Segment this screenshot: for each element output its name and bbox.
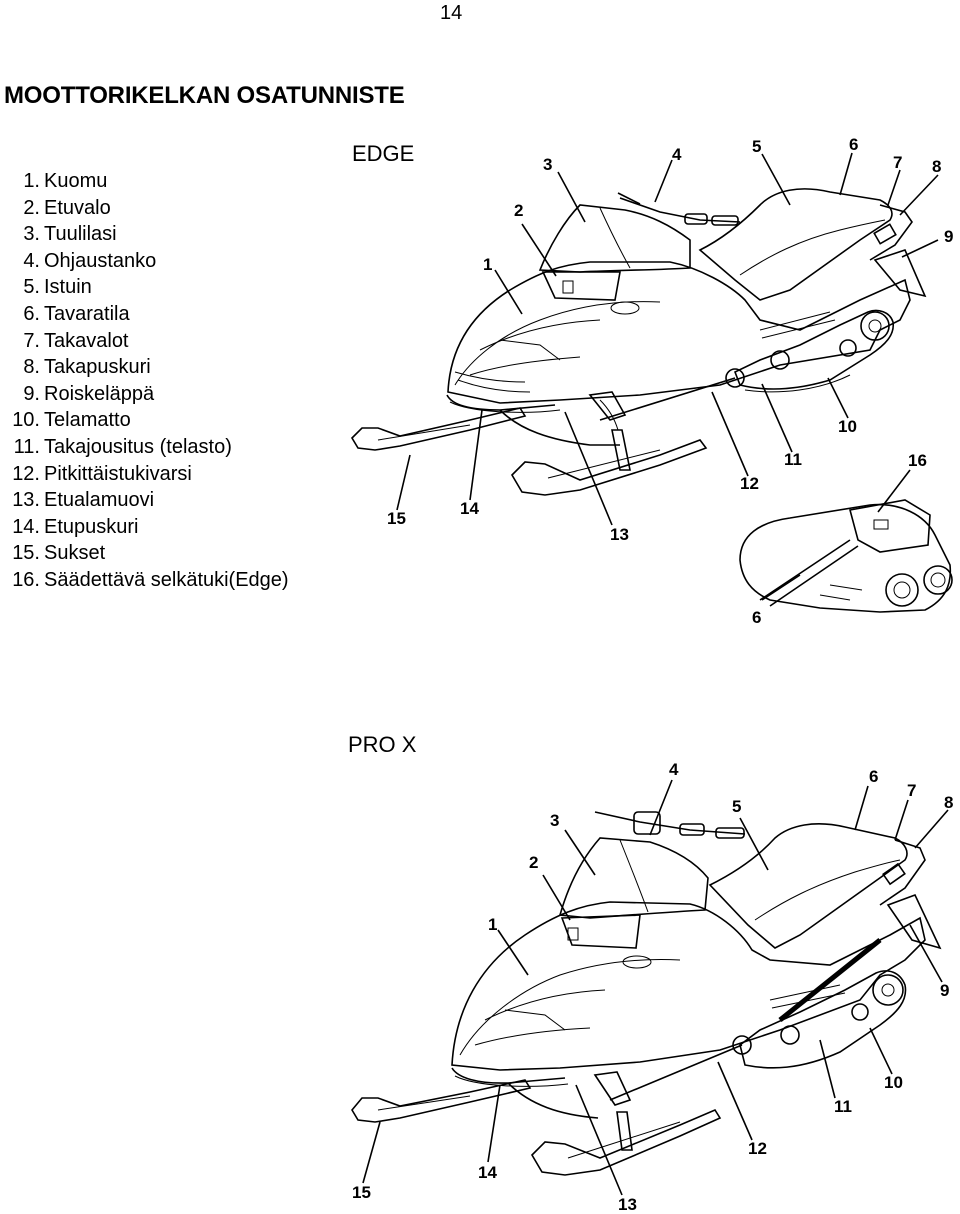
item-number: 15. bbox=[12, 542, 40, 565]
list-item: 1.Kuomu bbox=[2, 168, 289, 195]
item-number: 16. bbox=[12, 568, 40, 591]
list-item: 7.Takavalot bbox=[2, 328, 289, 355]
edge-callouts: 1 2 3 4 5 6 7 8 9 10 11 12 13 14 15 bbox=[387, 135, 953, 544]
list-item: 12.Pitkittäistukivarsi bbox=[2, 461, 289, 488]
prox-callout: 9 bbox=[940, 981, 949, 1000]
parts-list: 1.Kuomu 2.Etuvalo 3.Tuulilasi 4.Ohjausta… bbox=[2, 168, 289, 594]
prox-callout: 1 bbox=[488, 915, 497, 934]
prox-callout: 12 bbox=[748, 1139, 767, 1158]
edge-callout: 13 bbox=[610, 525, 629, 544]
page-number: 14 bbox=[440, 2, 463, 24]
item-number: 4. bbox=[23, 249, 40, 272]
item-label: Takapuskuri bbox=[44, 356, 151, 379]
edge-inset-callout: 16 bbox=[908, 451, 927, 470]
item-number: 1. bbox=[23, 170, 40, 192]
item-number: 2. bbox=[23, 196, 40, 219]
list-item: 16.Säädettävä selkätuki(Edge) bbox=[2, 567, 289, 594]
edge-callout: 12 bbox=[740, 474, 759, 493]
item-number: 9. bbox=[23, 382, 40, 405]
prox-snowmobile-drawing: 1 2 3 4 5 6 7 8 9 10 11 12 13 14 15 bbox=[351, 760, 953, 1214]
prox-callout: 6 bbox=[869, 767, 878, 786]
item-number: 6. bbox=[23, 302, 40, 325]
prox-callout: 7 bbox=[907, 781, 916, 800]
list-item: 4.Ohjaustanko bbox=[2, 248, 289, 275]
prox-callout: 13 bbox=[618, 1195, 637, 1214]
edge-model-label: EDGE bbox=[352, 141, 415, 166]
item-label: Pitkittäistukivarsi bbox=[44, 462, 192, 485]
edge-snowmobile-drawing: 1 2 3 4 5 6 7 8 9 10 11 12 13 14 15 bbox=[350, 135, 953, 544]
prox-callout: 4 bbox=[669, 760, 679, 779]
item-number: 8. bbox=[23, 356, 40, 379]
edge-callout: 2 bbox=[514, 201, 523, 220]
edge-callout: 8 bbox=[932, 157, 941, 176]
item-label: Etupuskuri bbox=[44, 515, 139, 538]
list-item: 10.Telamatto bbox=[2, 407, 289, 434]
edge-callout: 7 bbox=[893, 153, 902, 172]
item-label: Takajousitus (telasto) bbox=[44, 435, 232, 458]
item-number: 7. bbox=[23, 329, 40, 352]
item-number: 5. bbox=[23, 276, 40, 299]
edge-backrest-inset: 16 6 bbox=[739, 451, 953, 627]
item-label: Telamatto bbox=[44, 409, 131, 432]
edge-callout: 5 bbox=[752, 137, 761, 156]
prox-callout: 11 bbox=[834, 1097, 852, 1116]
list-item: 8.Takapuskuri bbox=[2, 354, 289, 381]
item-number: 12. bbox=[12, 462, 40, 485]
item-label: Roiskeläppä bbox=[44, 382, 155, 405]
page-title: MOOTTORIKELKAN OSATUNNISTE bbox=[4, 82, 405, 109]
edge-callout: 15 bbox=[387, 509, 406, 528]
prox-callout: 3 bbox=[550, 811, 559, 830]
edge-callout: 14 bbox=[460, 499, 479, 518]
item-label: Takavalot bbox=[44, 329, 129, 352]
prox-callout: 2 bbox=[529, 853, 538, 872]
item-number: 10. bbox=[12, 409, 40, 432]
list-item: 11.Takajousitus (telasto) bbox=[2, 434, 289, 461]
edge-inset-callout: 6 bbox=[752, 608, 761, 627]
prox-leader-lines bbox=[362, 779, 949, 1196]
edge-leader-lines bbox=[396, 152, 939, 526]
item-label: Säädettävä selkätuki(Edge) bbox=[44, 568, 289, 591]
edge-callout: 9 bbox=[944, 227, 953, 246]
item-label: Istuin bbox=[44, 276, 92, 299]
list-item: 14.Etupuskuri bbox=[2, 514, 289, 541]
list-item: 3.Tuulilasi bbox=[2, 221, 289, 248]
list-item: 9.Roiskeläppä bbox=[2, 381, 289, 408]
prox-callouts: 1 2 3 4 5 6 7 8 9 10 11 12 13 14 15 bbox=[352, 760, 953, 1214]
edge-callout: 3 bbox=[543, 155, 552, 174]
list-item: 2.Etuvalo bbox=[2, 195, 289, 222]
edge-callout: 4 bbox=[672, 145, 682, 164]
item-number: 14. bbox=[12, 515, 40, 538]
list-item: 15.Sukset bbox=[2, 540, 289, 567]
item-label: Ohjaustanko bbox=[44, 249, 157, 272]
item-label: Etualamuovi bbox=[44, 489, 155, 512]
edge-callout: 11 bbox=[784, 450, 802, 469]
prox-callout: 10 bbox=[884, 1073, 903, 1092]
edge-callout: 10 bbox=[838, 417, 857, 436]
prox-callout: 8 bbox=[944, 793, 953, 812]
edge-callout: 6 bbox=[849, 135, 858, 154]
item-number: 13. bbox=[12, 489, 40, 512]
item-number: 11. bbox=[13, 435, 40, 458]
prox-callout: 15 bbox=[352, 1183, 371, 1202]
item-label: Tuulilasi bbox=[44, 223, 117, 246]
list-item: 6.Tavaratila bbox=[2, 301, 289, 328]
prox-callout: 14 bbox=[478, 1163, 497, 1182]
item-number: 3. bbox=[23, 223, 40, 246]
prox-callout: 5 bbox=[732, 797, 741, 816]
item-label: Kuomu bbox=[44, 170, 108, 192]
prox-model-label: PRO X bbox=[348, 732, 417, 757]
list-item: 13.Etualamuovi bbox=[2, 487, 289, 514]
list-item: 5.Istuin bbox=[2, 274, 289, 301]
edge-callout: 1 bbox=[483, 255, 492, 274]
item-label: Etuvalo bbox=[44, 196, 111, 219]
item-label: Sukset bbox=[44, 542, 106, 565]
item-label: Tavaratila bbox=[44, 302, 130, 325]
